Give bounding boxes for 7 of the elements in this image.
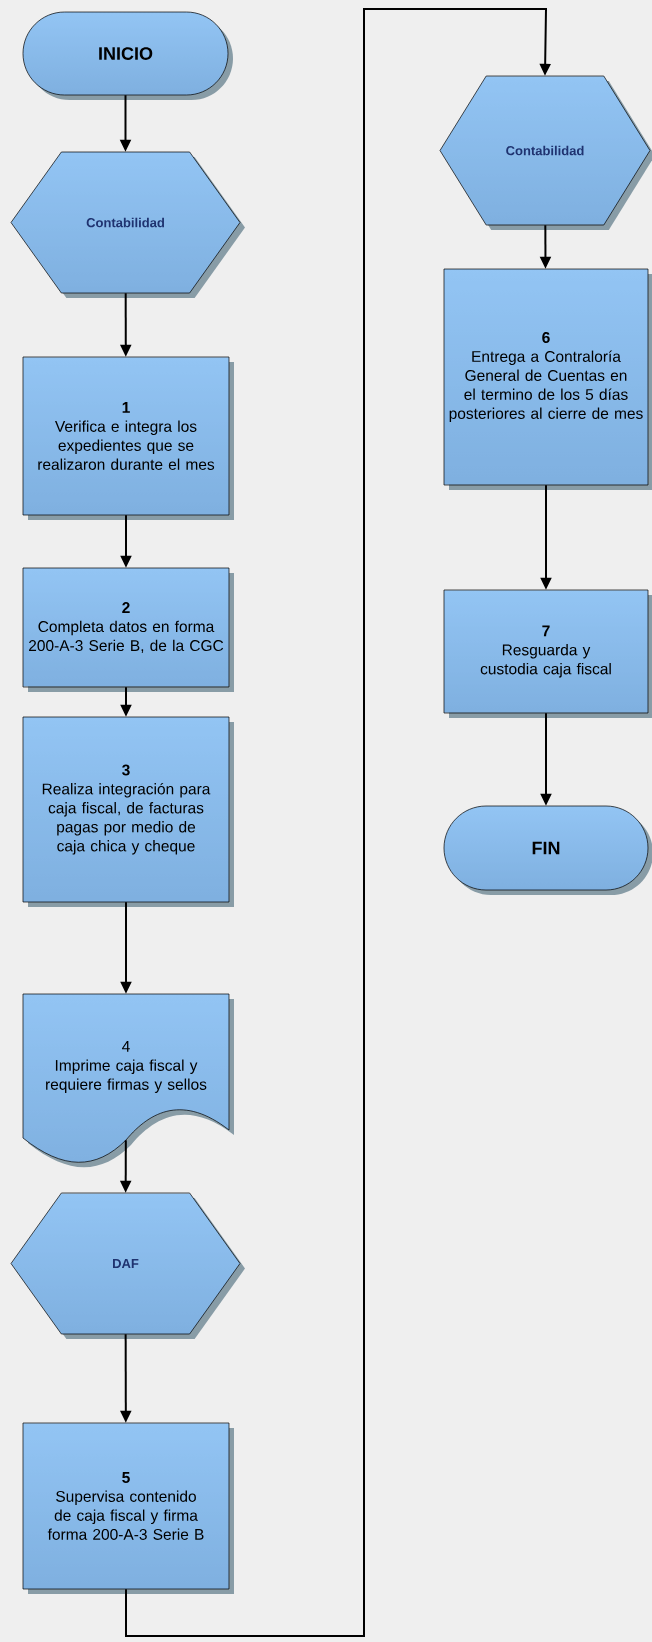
process-box: 2 Completa datos en forma 200-A-3 Serie B, de la CGC <box>22 567 234 692</box>
process-box: 3 Realiza integración para caja fiscal, de facturas pagas por medio de caja chica y cheque <box>22 716 234 907</box>
process-box: 1 Verifica e integra los expedientes que se realizaron durante el mes <box>22 356 234 520</box>
process-box: 5 Supervisa contenido de caja fiscal y firma forma 200-A-3 Serie B <box>22 1422 234 1594</box>
process-box: 7 Resguarda y custodia caja fiscal <box>443 589 652 718</box>
arrow <box>125 8 551 1637</box>
process-box: 6 Entrega a Contraloría General de Cuentas en el termino de los 5 días posteriores al cierre de mes <box>443 268 652 490</box>
